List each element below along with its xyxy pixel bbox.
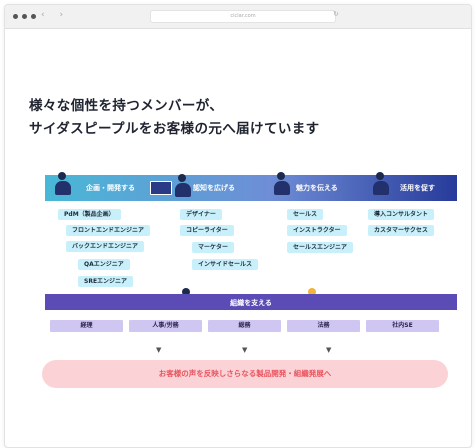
- reload-icon[interactable]: ↻: [333, 10, 339, 18]
- headline-line-1: 様々な個性を持つメンバーが、: [29, 98, 224, 114]
- role-qa-engineer: QAエンジニア: [78, 259, 130, 270]
- support-legal: 法務: [287, 320, 360, 332]
- category-adoption: 活用を促す: [400, 184, 435, 192]
- role-sales-engineer: セールスエンジニア: [287, 242, 354, 253]
- support-band-label: 組織を支える: [230, 299, 272, 307]
- support-internal-se: 社内SE: [366, 320, 439, 332]
- support-accounting: 経理: [50, 320, 123, 332]
- role-implementation-consultant: 導入コンサルタント: [368, 209, 435, 220]
- maximize-window-dot[interactable]: [31, 14, 36, 19]
- consultant-illustration: [370, 170, 392, 200]
- sales-illustration: [271, 170, 293, 200]
- support-general-affairs: 総務: [208, 320, 281, 332]
- role-backend-engineer: バックエンドエンジニア: [66, 241, 145, 252]
- role-sre-engineer: SREエンジニア: [78, 276, 134, 287]
- close-window-dot[interactable]: [13, 14, 18, 19]
- address-bar[interactable]: ciclar.com: [150, 10, 336, 23]
- back-forward-icon[interactable]: ‹ ›: [41, 10, 70, 20]
- role-frontend-engineer: フロントエンドエンジニア: [66, 225, 151, 236]
- marketer-illustration: [172, 172, 194, 202]
- support-hr-labor: 人事/労務: [129, 320, 202, 332]
- developer-illustration: [52, 170, 74, 200]
- headline-line-2: サイダスピープルをお客様の元へ届けています: [29, 121, 320, 137]
- page-headline: 様々な個性を持つメンバーが、 サイダスピープルをお客様の元へ届けています: [29, 95, 449, 141]
- arrow-down-icon: ▼: [326, 346, 332, 354]
- category-plan-dev: 企画・開発する: [86, 184, 135, 192]
- role-designer: デザイナー: [180, 209, 222, 220]
- role-category-band: 企画・開発する 認知を広げる 魅力を伝える 活用を促す: [45, 175, 457, 201]
- role-marketer: マーケター: [192, 242, 235, 253]
- category-appeal: 魅力を伝える: [296, 184, 338, 192]
- minimize-window-dot[interactable]: [22, 14, 27, 19]
- outcome-banner: お客様の声を反映しさらなる製品開発・組織発展へ: [42, 360, 448, 388]
- role-sales: セールス: [287, 209, 324, 220]
- role-pdm: PdM（製品企画）: [58, 209, 121, 220]
- role-copywriter: コピーライター: [180, 225, 234, 236]
- role-customer-success: カスタマーサクセス: [368, 225, 434, 236]
- support-band: 組織を支える: [45, 294, 457, 310]
- monitor-illustration: [150, 181, 172, 195]
- arrow-down-icon: ▼: [156, 346, 162, 354]
- category-awareness: 認知を広げる: [193, 184, 235, 192]
- role-instructor: インストラクター: [287, 225, 347, 236]
- role-inside-sales: インサイドセールス: [192, 259, 259, 270]
- window-controls[interactable]: [13, 14, 36, 19]
- browser-toolbar: ‹ › ciclar.com ↻: [5, 5, 471, 29]
- arrow-down-icon: ▼: [242, 346, 248, 354]
